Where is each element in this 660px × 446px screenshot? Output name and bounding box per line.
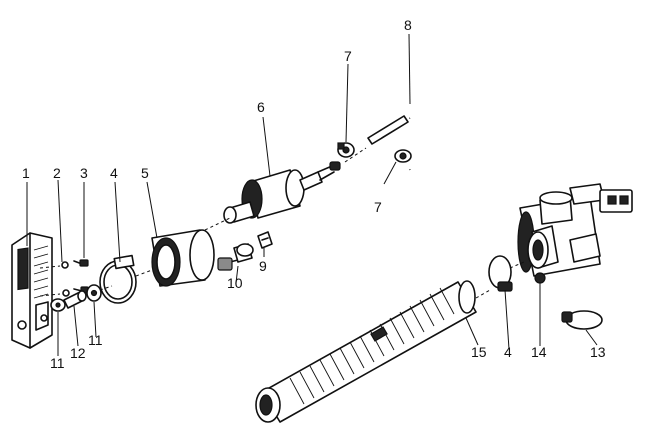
callout-13: 13 (590, 344, 606, 360)
callout-2: 2 (53, 165, 61, 181)
callout-10: 10 (227, 275, 243, 291)
callout-9: 9 (259, 258, 267, 274)
part-1-mounting-bracket (11, 232, 53, 349)
callout-11-b: 11 (88, 332, 103, 348)
callout-5: 5 (141, 165, 149, 181)
callout-labels: 1 2 3 4 5 6 7 8 7 9 10 11 11 12 15 4 14 … (22, 17, 606, 371)
part-6-fuel-pump (223, 161, 341, 224)
part-4-hose-clamp-left (99, 254, 137, 304)
part-11-nut-right (86, 284, 102, 302)
part-7-clip-lower (394, 149, 412, 163)
part-3-screws (73, 259, 89, 294)
callout-6: 6 (257, 99, 265, 115)
callout-8: 8 (404, 17, 412, 33)
part-11-nut-left (50, 298, 66, 312)
part-5-rubber-sleeve (151, 229, 215, 287)
part-9-screw (257, 231, 273, 249)
callout-4-b: 4 (504, 344, 512, 360)
assembly-centerlines (39, 147, 525, 299)
callout-14: 14 (531, 344, 547, 360)
part-15-corrugated-pipe (255, 280, 477, 423)
callout-4: 4 (110, 165, 118, 181)
part-14-filter-housing (517, 183, 633, 284)
callout-11-a: 11 (50, 355, 65, 371)
part-2-washer (61, 261, 70, 297)
callout-1: 1 (22, 165, 30, 181)
part-13-clamp (561, 310, 603, 330)
part-12-bolt (63, 290, 87, 309)
leader-lines (26, 33, 598, 356)
part-4-hose-clamp-right (488, 255, 513, 292)
part-10-bolt (217, 243, 254, 271)
part-7-clip-upper (337, 142, 355, 158)
callout-7-b: 7 (374, 199, 382, 215)
callout-7: 7 (344, 48, 352, 64)
callout-15: 15 (471, 344, 487, 360)
part-8-fuel-hose (367, 102, 491, 192)
callout-12: 12 (70, 345, 86, 361)
callout-3: 3 (80, 165, 88, 181)
